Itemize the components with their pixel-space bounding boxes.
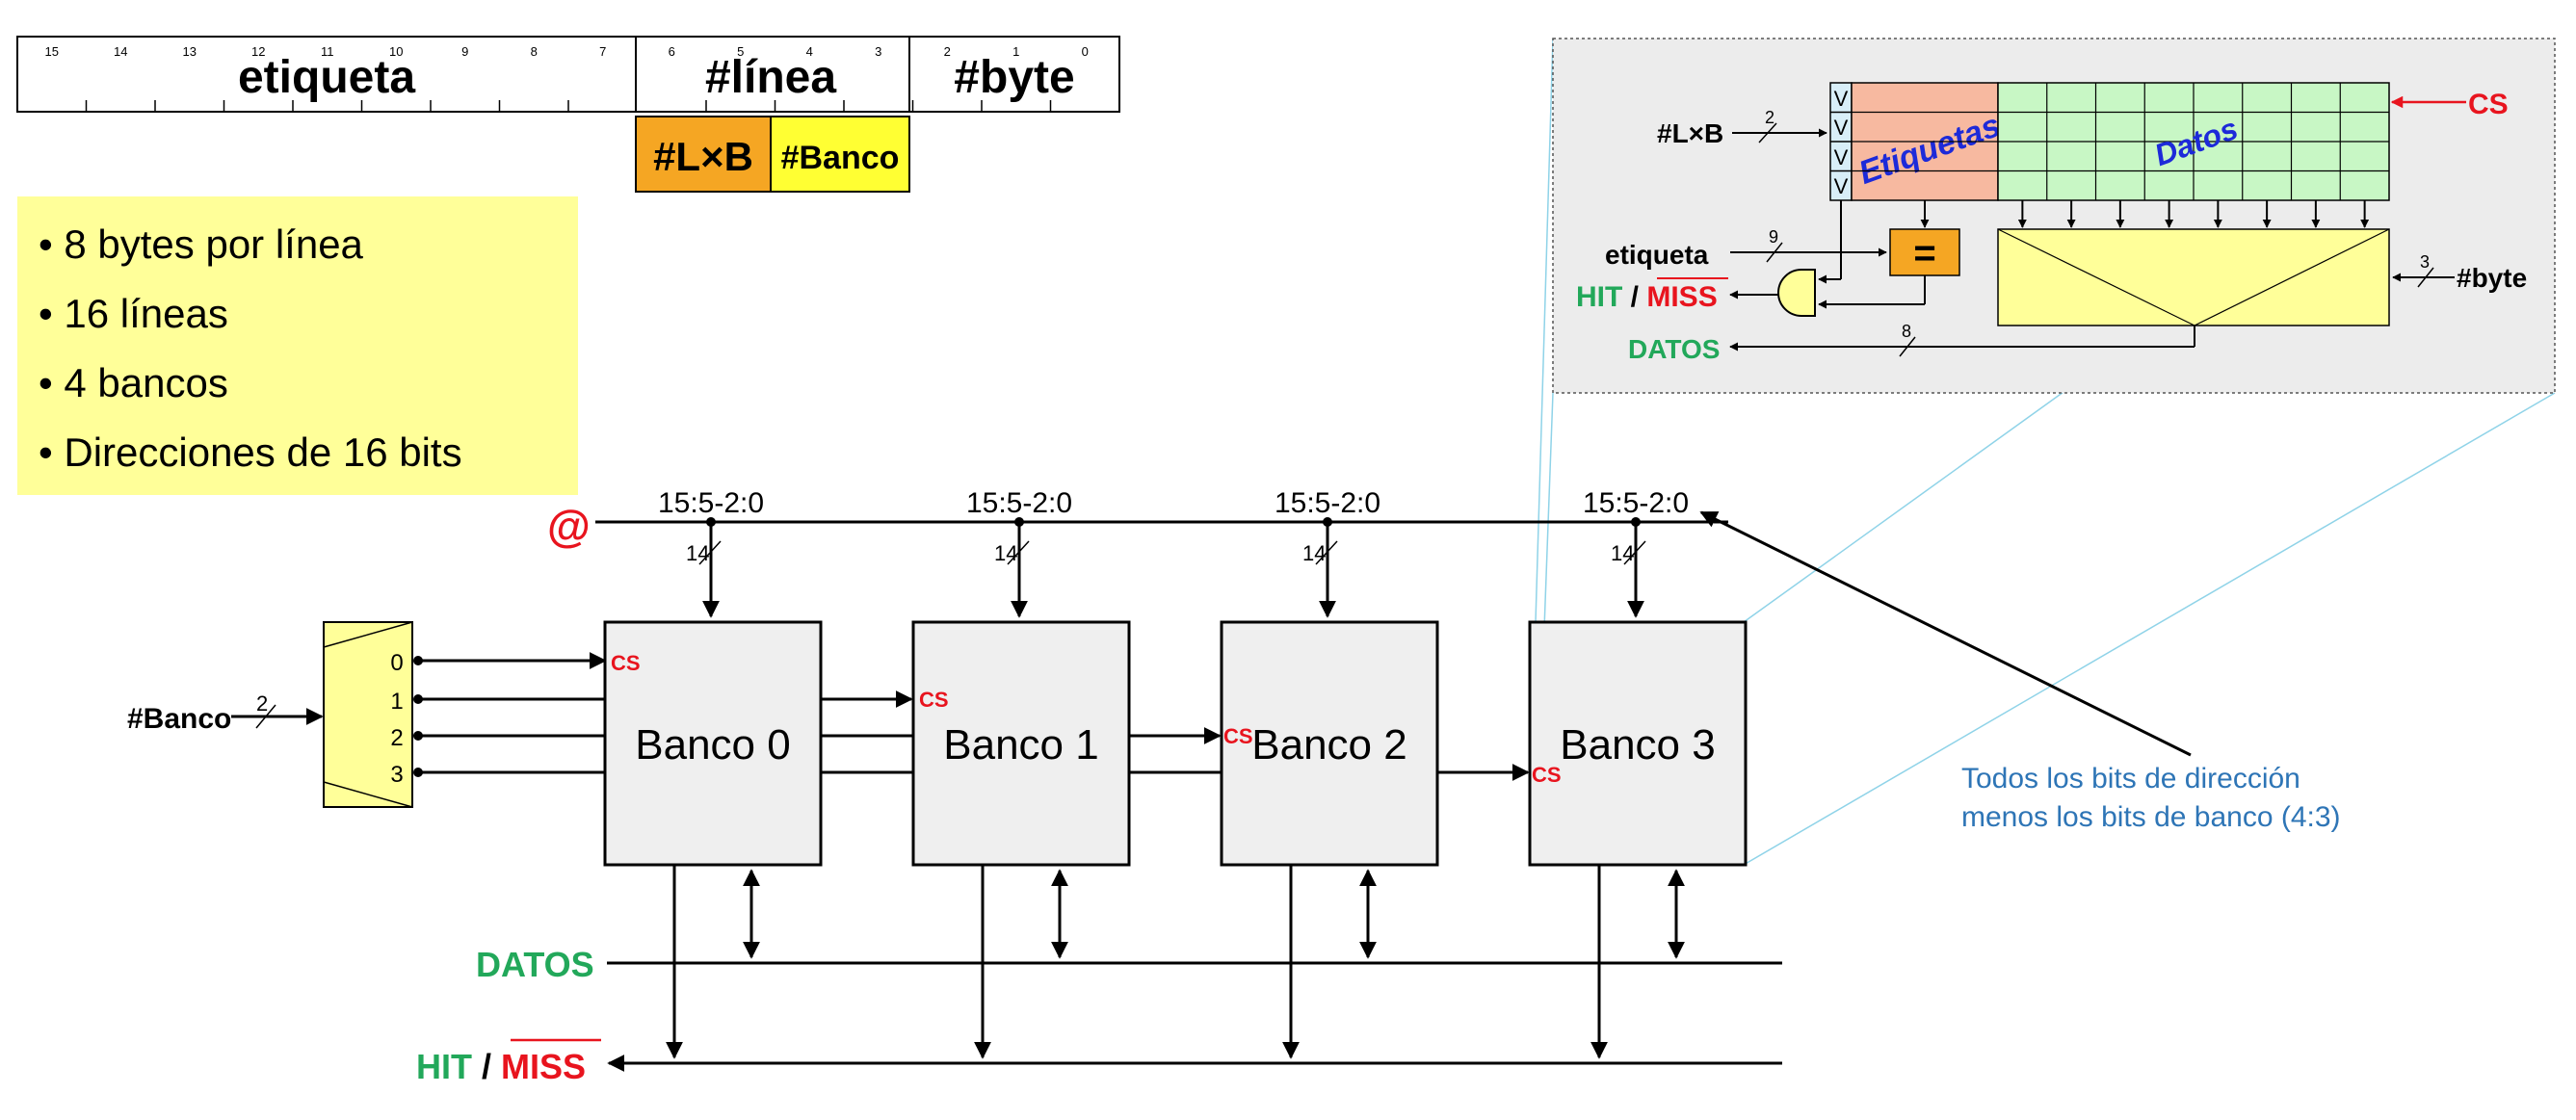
bank-label: Banco 2 (1251, 721, 1406, 768)
address-tap-label: 15:5-2:0 (966, 487, 1072, 519)
bit-number: 11 (321, 44, 334, 59)
data-bus-label: DATOS (476, 945, 594, 984)
address-bus: @ 15:5-2:01415:5-2:01415:5-2:01415:5-2:0… (547, 487, 1728, 618)
data-array-grid (1852, 83, 2389, 200)
detail-cs-label: CS (2468, 89, 2509, 120)
annotation: Todos los bits de dirección menos los bi… (1699, 510, 2341, 833)
column-arrows (2017, 200, 2370, 228)
bank-cs-label: CS (611, 651, 641, 675)
byte-mux (1997, 228, 2390, 326)
address-width-slash (1007, 540, 1030, 565)
valid-bit: V (1834, 145, 1849, 169)
detail-data-label: DATOS (1628, 334, 1720, 364)
spec-item: • 4 bancos (39, 360, 228, 405)
bit-number: 7 (599, 44, 606, 59)
bit-number: 12 (251, 44, 265, 59)
address-tap-label: 15:5-2:0 (1275, 487, 1380, 519)
bit-number: 1 (1012, 44, 1019, 59)
bit-number: 3 (875, 44, 881, 59)
and-gate (1776, 269, 1816, 317)
bit-number: 10 (389, 44, 403, 59)
address-width-label: 14 (1302, 541, 1326, 565)
address-width-slash (1315, 540, 1338, 565)
decoder-output-number: 0 (390, 650, 403, 676)
detail-tag-width: 9 (1769, 227, 1778, 247)
annotation-line-2: menos los bits de banco (4:3) (1961, 801, 2341, 833)
lxb-field-label: #L×B (653, 134, 753, 179)
valid-bit: V (1834, 87, 1849, 111)
detail-byte-width: 3 (2420, 252, 2430, 272)
valid-bit: V (1834, 116, 1849, 140)
address-width-label: 14 (994, 541, 1017, 565)
valid-bit: V (1834, 174, 1849, 198)
hit-miss-label: HIT / MISS (416, 1047, 586, 1086)
bank-cs-label: CS (1223, 724, 1253, 748)
detail-byte-label: #byte (2457, 263, 2527, 293)
spec-item: • 8 bytes por línea (39, 221, 364, 267)
address-width-label: 14 (686, 541, 709, 565)
bank-field (770, 116, 910, 193)
bit-number: 5 (737, 44, 744, 59)
bank-label: Banco 3 (1560, 721, 1715, 768)
detail-data-width: 8 (1902, 322, 1911, 341)
bit-number: 9 (461, 44, 468, 59)
bit-number: 0 (1082, 44, 1089, 59)
bit-number: 4 (806, 44, 813, 59)
address-taps: 15:5-2:0 14 15:5-2:0 14 15:5-2:0 14 15:5-2:0 14 (658, 487, 1689, 618)
address-width-slash (698, 540, 722, 565)
bank-0 (603, 620, 823, 867)
line-field-label: #línea (705, 52, 836, 103)
bank-label: Banco 1 (943, 721, 1098, 768)
decoder-output-number: 2 (390, 725, 403, 751)
decoder-output-number: 1 (390, 689, 403, 715)
tag-field-label: etiqueta (238, 52, 415, 103)
spec-box: • 8 bytes por línea • 16 líneas • 4 banc… (17, 196, 578, 495)
bit-number: 8 (531, 44, 538, 59)
bit-number: 13 (183, 44, 197, 59)
bit-number: 2 (944, 44, 951, 59)
bank-2 (1220, 620, 1439, 867)
address-tap-label: 15:5-2:0 (658, 487, 764, 519)
detail-lxb-width: 2 (1765, 108, 1774, 127)
bit-number: 6 (669, 44, 675, 59)
output-buses: DATOS HIT / MISS (416, 945, 1782, 1086)
bank-1 (911, 620, 1131, 867)
decoder-output-number: 3 (390, 762, 403, 788)
bank-label: Banco 0 (635, 721, 790, 768)
comparator-symbol: = (1913, 232, 1935, 274)
bank-select-label: #Banco (127, 703, 231, 735)
annotation-line-1: Todos los bits de dirección (1961, 763, 2300, 794)
bank-detail-panel: V V V V Etiquetas Datos CS #L×B 2 = etiq… (1552, 38, 2556, 394)
bit-number: 14 (114, 44, 127, 59)
detail-tag-label: etiqueta (1605, 240, 1709, 270)
lxb-field (635, 116, 772, 193)
spec-item: • Direcciones de 16 bits (39, 430, 462, 475)
bank-3 (1528, 620, 1748, 867)
bit-ticks (85, 100, 1052, 112)
bit-number: 15 (45, 44, 59, 59)
address-width-slash (1623, 540, 1646, 565)
decoder (323, 621, 413, 808)
byte-field-label: #byte (954, 52, 1074, 103)
bank-cs-label: CS (919, 688, 949, 712)
address-width-label: 14 (1611, 541, 1634, 565)
address-bus-symbol: @ (547, 501, 591, 551)
bank-field-label: #Banco (781, 140, 900, 176)
bank-cs-label: CS (1532, 763, 1562, 787)
bank-select-width: 2 (256, 691, 268, 716)
detail-hit-miss: HIT / MISS (1576, 281, 1718, 313)
spec-item: • 16 líneas (39, 291, 228, 336)
address-tap-label: 15:5-2:0 (1583, 487, 1689, 519)
detail-lxb-label: #L×B (1657, 118, 1723, 148)
valid-bits: V V V V (1830, 87, 1852, 198)
